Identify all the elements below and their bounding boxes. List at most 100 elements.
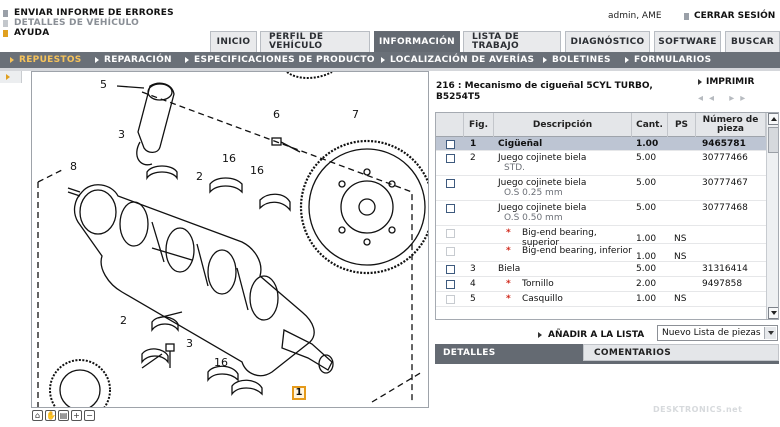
callout-1-selected[interactable]: 1 bbox=[292, 386, 306, 400]
cell-qty: 5.00 bbox=[636, 264, 657, 274]
cell-qty: 1.00 bbox=[636, 234, 657, 244]
row-checkbox[interactable] bbox=[446, 204, 455, 213]
watermark: DESKTRONICS.net bbox=[653, 405, 743, 414]
tab-buscar[interactable]: BUSCAR bbox=[725, 31, 780, 52]
report-error-link[interactable]: ENVIAR INFORME DE ERRORES bbox=[0, 8, 240, 18]
tab-lista-trabajo[interactable]: LISTA DE TRABAJO bbox=[463, 31, 561, 52]
scroll-down-button[interactable] bbox=[768, 307, 778, 319]
table-row[interactable]: 4 * Tornillo 2.00 9497858 bbox=[436, 277, 766, 292]
callout-7[interactable]: 7 bbox=[352, 108, 359, 121]
callout-16[interactable]: 16 bbox=[214, 356, 228, 369]
callout-2[interactable]: 2 bbox=[120, 314, 127, 327]
zoom-in-icon[interactable]: + bbox=[71, 410, 82, 421]
arrow-right-icon bbox=[543, 57, 547, 63]
subnav-reparacion[interactable]: REPARACIÓN bbox=[95, 52, 172, 68]
cell-part-number[interactable]: 9465781 bbox=[702, 139, 746, 149]
tab-perfil-vehiculo[interactable]: PERFIL DE VEHÍCULO bbox=[260, 31, 370, 52]
cell-fig: 5 bbox=[470, 294, 476, 304]
scroll-thumb[interactable] bbox=[768, 127, 778, 153]
pan-hand-icon[interactable]: ✋ bbox=[45, 410, 56, 421]
subnav-boletines[interactable]: BOLETINES bbox=[543, 52, 611, 68]
table-header: Fig. Descripción Cant. PS Número de piez… bbox=[436, 113, 778, 137]
tab-diagnostico[interactable]: DIAGNÓSTICO bbox=[565, 31, 650, 52]
main-tabs: INICIO PERFIL DE VEHÍCULO INFORMACIÓN LI… bbox=[0, 31, 780, 52]
arrow-right-icon bbox=[185, 57, 189, 63]
header-qty[interactable]: Cant. bbox=[632, 113, 668, 137]
chevron-down-icon[interactable] bbox=[764, 327, 776, 339]
cell-description-detail: O.S 0.50 mm bbox=[504, 213, 563, 223]
zoom-out-icon[interactable]: − bbox=[84, 410, 95, 421]
print-icon[interactable]: ▤ bbox=[58, 410, 69, 421]
cell-part-number[interactable]: 31316414 bbox=[702, 264, 748, 274]
tab-detalles[interactable]: DETALLES bbox=[435, 344, 583, 361]
pager-arrows[interactable]: ◂◂ ▸▸ bbox=[698, 93, 752, 104]
row-checkbox[interactable] bbox=[446, 265, 455, 274]
logout-link[interactable]: CERRAR SESIÓN bbox=[684, 11, 775, 21]
header-fig[interactable]: Fig. bbox=[464, 113, 494, 137]
cell-qty: 2.00 bbox=[636, 279, 657, 289]
parts-list-select[interactable]: Nuevo Lista de piezas bbox=[657, 325, 778, 341]
row-checkbox[interactable] bbox=[446, 280, 455, 289]
header-ps[interactable]: PS bbox=[668, 113, 696, 137]
subnav-localizacion-averias[interactable]: LOCALIZACIÓN DE AVERÍAS bbox=[381, 52, 534, 68]
triangle-up-icon bbox=[771, 117, 777, 121]
cell-part-number[interactable]: 30777468 bbox=[702, 203, 748, 213]
tab-comentarios[interactable]: COMENTARIOS bbox=[583, 344, 779, 361]
tab-software[interactable]: SOFTWARE bbox=[654, 31, 721, 52]
cell-description: Tornillo bbox=[522, 279, 554, 289]
callout-16[interactable]: 16 bbox=[222, 152, 236, 165]
callout-16[interactable]: 16 bbox=[250, 164, 264, 177]
side-collapse-tab[interactable] bbox=[0, 71, 22, 83]
callout-2[interactable]: 2 bbox=[196, 170, 203, 183]
row-checkbox[interactable] bbox=[446, 154, 455, 163]
cell-part-number[interactable]: 9497858 bbox=[702, 279, 743, 289]
callout-3[interactable]: 3 bbox=[118, 128, 125, 141]
print-link[interactable]: IMPRIMIR bbox=[698, 77, 754, 87]
cell-description: Biela bbox=[498, 264, 521, 274]
cell-part-number[interactable]: 30777467 bbox=[702, 178, 748, 188]
tab-inicio[interactable]: INICIO bbox=[210, 31, 257, 52]
parts-illustration[interactable]: 5 3 2 8 16 16 6 7 2 3 16 1 bbox=[31, 71, 429, 408]
cell-qty: 5.00 bbox=[636, 153, 657, 163]
callout-3[interactable]: 3 bbox=[186, 337, 193, 350]
page-title: 216 : Mecanismo de cigueñal 5CYL TURBO, … bbox=[436, 81, 653, 102]
cell-description-detail: STD. bbox=[504, 163, 526, 173]
parts-table: Fig. Descripción Cant. PS Número de piez… bbox=[435, 112, 779, 320]
nav-divider bbox=[0, 68, 780, 71]
subnav-repuestos[interactable]: REPUESTOS bbox=[10, 52, 82, 68]
callout-6[interactable]: 6 bbox=[273, 108, 280, 121]
scroll-up-button[interactable] bbox=[768, 113, 778, 125]
cell-description: Cigüeñal bbox=[498, 139, 543, 149]
cell-description-detail: O.S 0.25 mm bbox=[504, 188, 563, 198]
vehicle-details-link[interactable]: DETALLES DE VEHÍCULO bbox=[0, 18, 240, 28]
cell-fig: 4 bbox=[470, 279, 476, 289]
star-icon: * bbox=[506, 279, 511, 289]
tab-informacion[interactable]: INFORMACIÓN bbox=[374, 31, 460, 52]
callout-8[interactable]: 8 bbox=[70, 160, 77, 173]
cell-qty: 5.00 bbox=[636, 203, 657, 213]
row-checkbox[interactable] bbox=[446, 140, 455, 149]
subnav-especificaciones[interactable]: ESPECIFICACIONES DE PRODUCTO bbox=[185, 52, 375, 68]
table-scrollbar[interactable] bbox=[766, 113, 778, 319]
add-to-list-button[interactable]: AÑADIR A LA LISTA bbox=[538, 330, 644, 340]
row-checkbox[interactable] bbox=[446, 179, 455, 188]
subnav-formularios[interactable]: FORMULARIOS bbox=[625, 52, 711, 68]
header-part-number[interactable]: Número de pieza bbox=[696, 113, 766, 137]
bullet-icon bbox=[3, 29, 8, 37]
arrow-right-icon bbox=[625, 57, 629, 63]
callout-5[interactable]: 5 bbox=[100, 78, 107, 91]
header-description[interactable]: Descripción bbox=[494, 113, 632, 137]
cell-part-number[interactable]: 30777466 bbox=[702, 153, 748, 163]
arrow-right-icon bbox=[698, 79, 702, 85]
help-link[interactable]: AYUDA bbox=[0, 28, 240, 38]
cell-qty: 1.00 bbox=[636, 252, 657, 262]
home-icon[interactable]: ⌂ bbox=[32, 410, 43, 421]
